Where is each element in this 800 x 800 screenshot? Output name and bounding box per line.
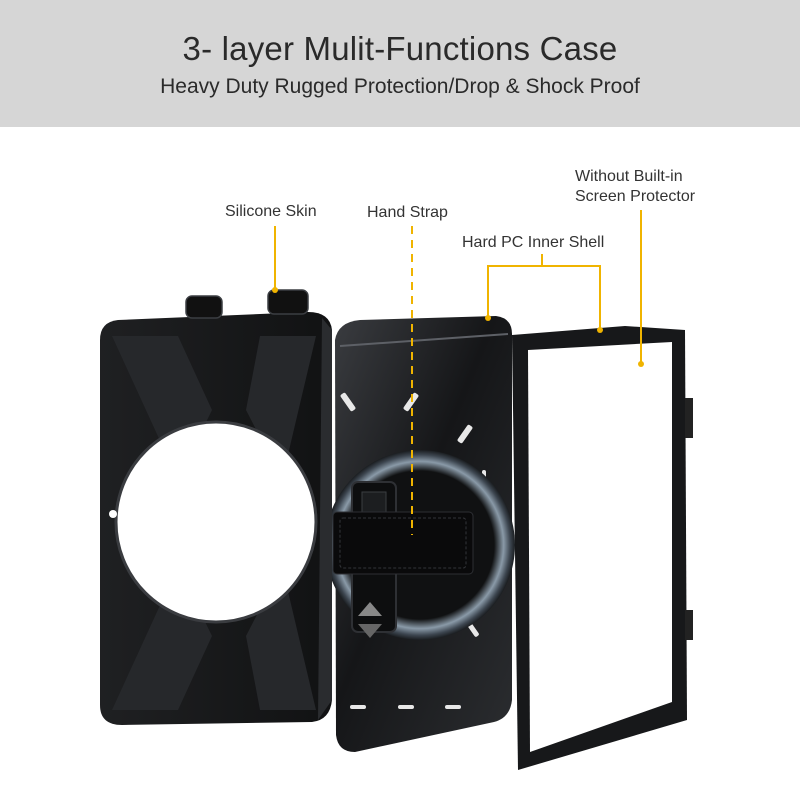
silicone-skin <box>100 289 332 725</box>
page-subtitle: Heavy Duty Rugged Protection/Drop & Shoc… <box>160 75 640 98</box>
inner-shell <box>325 316 515 752</box>
skin-circle-cutout <box>116 422 316 622</box>
callout-without-builtin-line1: Without Built-in <box>575 168 683 185</box>
hand-strap <box>332 511 474 575</box>
page-title: 3- layer Mulit-Functions Case <box>182 30 618 67</box>
callout-hand-strap: Hand Strap <box>367 204 448 221</box>
callout-silicone-skin: Silicone Skin <box>225 203 317 220</box>
screen-protector-frame <box>512 326 693 770</box>
callout-dots <box>272 287 644 367</box>
callout-without-builtin-line2: Screen Protector <box>575 188 696 205</box>
callout-hard-pc-inner-shell: Hard PC Inner Shell <box>462 234 605 251</box>
header-banner <box>0 0 800 127</box>
callout-leaders <box>274 210 642 535</box>
